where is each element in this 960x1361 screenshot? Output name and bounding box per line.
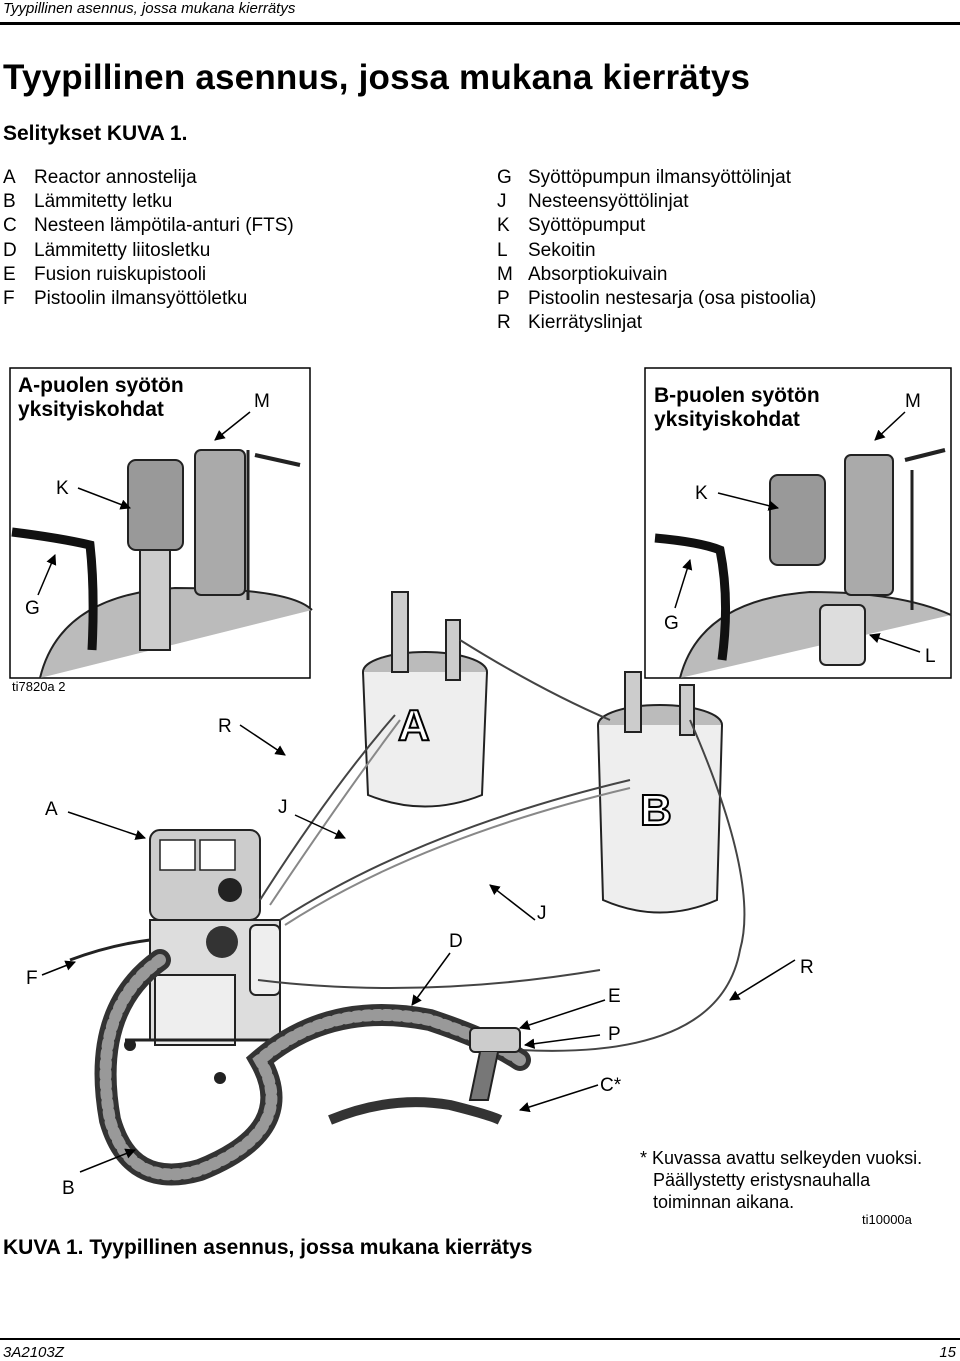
legend-text: Lämmitetty liitosletku [34,239,211,261]
legend-item: E Fusion ruiskupistooli [3,263,294,287]
legend-key: G [497,167,512,188]
callout-j-2: J [537,903,547,924]
callout-a: A [45,799,58,820]
legend-text: Reactor annostelija [34,167,197,188]
legend-item: P Pistoolin nestesarja (osa pistoolia) [497,287,816,311]
legend-key: R [497,312,511,334]
callout-l: L [925,646,936,667]
callout-d: D [449,931,463,952]
drum-a-letter: A [398,701,430,750]
detail-a-title-line2: yksityiskohdat [18,398,164,421]
callout-f: F [26,968,38,989]
legend-key: E [3,263,16,285]
figure-note: * Kuvassa avattu selkeyden vuoksi. Pääll… [640,1147,922,1213]
legend-item: D Lämmitetty liitosletku [3,239,294,263]
callout-c: C* [600,1075,622,1096]
callout-p: P [608,1024,621,1045]
legend-text: Lämmitetty letku [34,191,173,213]
legend-text: Pistoolin ilmansyöttöletku [34,288,248,310]
legend-text: Pistoolin nestesarja (osa pistoolia) [528,288,817,310]
installation-illustration: A B [9,367,952,1186]
legend-key: P [497,288,510,310]
detail-b-title-line2: yksityiskohdat [654,408,800,431]
legend-text: Sekoitin [528,239,596,261]
detail-b-title-line1: B-puolen syötön [654,384,820,407]
legend-key: M [497,263,513,285]
legend-subtitle: Selitykset KUVA 1. [3,122,188,145]
legend-key: K [497,215,510,237]
legend-item: R Kierrätyslinjat [497,311,816,335]
detail-a-title: A-puolen syötön yksityiskohdat [18,374,184,422]
legend-item: G Syöttöpumpun ilmansyöttölinjat [497,166,816,190]
footer-rule [0,1338,960,1340]
note-line: Päällystetty eristysnauhalla [653,1170,871,1190]
legend-text: Kierrätyslinjat [528,312,643,334]
legend-item: M Absorptiokuivain [497,263,816,287]
legend-item: L Sekoitin [497,239,816,263]
legend-text: Nesteen lämpötila-anturi (FTS) [34,215,294,237]
legend-text: Syöttöpumpun ilmansyöttölinjat [528,167,791,188]
note-line: toiminnan aikana. [653,1192,795,1212]
callout-j-1: J [278,797,288,818]
legend-item: K Syöttöpumput [497,214,816,238]
callout-k-b: K [695,483,708,504]
page-number: 15 [939,1344,956,1361]
legend-item: J Nesteensyöttölinjat [497,190,816,214]
legend-key: D [3,239,17,261]
callout-b: B [62,1178,75,1199]
detail-a-ref: ti7820a 2 [12,679,66,694]
legend-item: B Lämmitetty letku [3,190,294,214]
callout-r-1: R [218,716,232,737]
legend-right: G Syöttöpumpun ilmansyöttölinjat J Nesteen… [497,166,816,335]
drum-b-letter: B [640,786,672,835]
callout-m-b: M [905,391,921,412]
note-line: * Kuvassa avattu selkeyden vuoksi. [640,1148,923,1168]
legend-left: A Reactor annostelija B Lämmitetty letku C… [3,166,294,311]
doc-id: 3A2103Z [3,1344,64,1361]
legend-text: Syöttöpumput [528,215,646,237]
legend-text: Absorptiokuivain [528,263,668,285]
callout-g-a: G [25,598,40,619]
legend-key: B [3,191,16,213]
detail-b-title: B-puolen syötön yksityiskohdat [654,384,820,432]
page-title: Tyypillinen asennus, jossa mukana kierrä… [3,58,751,97]
legend-key: J [497,191,507,213]
callout-e: E [608,986,621,1007]
figure-caption: KUVA 1. Tyypillinen asennus, jossa mukan… [3,1236,533,1259]
callout-r-2: R [800,957,814,978]
legend-item: F Pistoolin ilmansyöttöletku [3,287,294,311]
detail-a-title-line1: A-puolen syötön [18,374,184,397]
legend-item: C Nesteen lämpötila-anturi (FTS) [3,214,294,238]
figure-ref: ti10000a [862,1212,912,1227]
legend-key: A [3,167,16,188]
legend-text: Fusion ruiskupistooli [34,263,207,285]
header-rule [0,22,960,25]
callout-m-a: M [254,391,270,412]
callout-g-b: G [664,613,679,634]
running-header: Tyypillinen asennus, jossa mukana kierrä… [3,0,296,17]
legend-key: L [497,239,508,261]
legend-text: Nesteensyöttölinjat [528,191,689,213]
callout-k-a: K [56,478,69,499]
legend-key: C [3,215,17,237]
legend-item: A Reactor annostelija [3,166,294,190]
legend-key: F [3,288,15,310]
